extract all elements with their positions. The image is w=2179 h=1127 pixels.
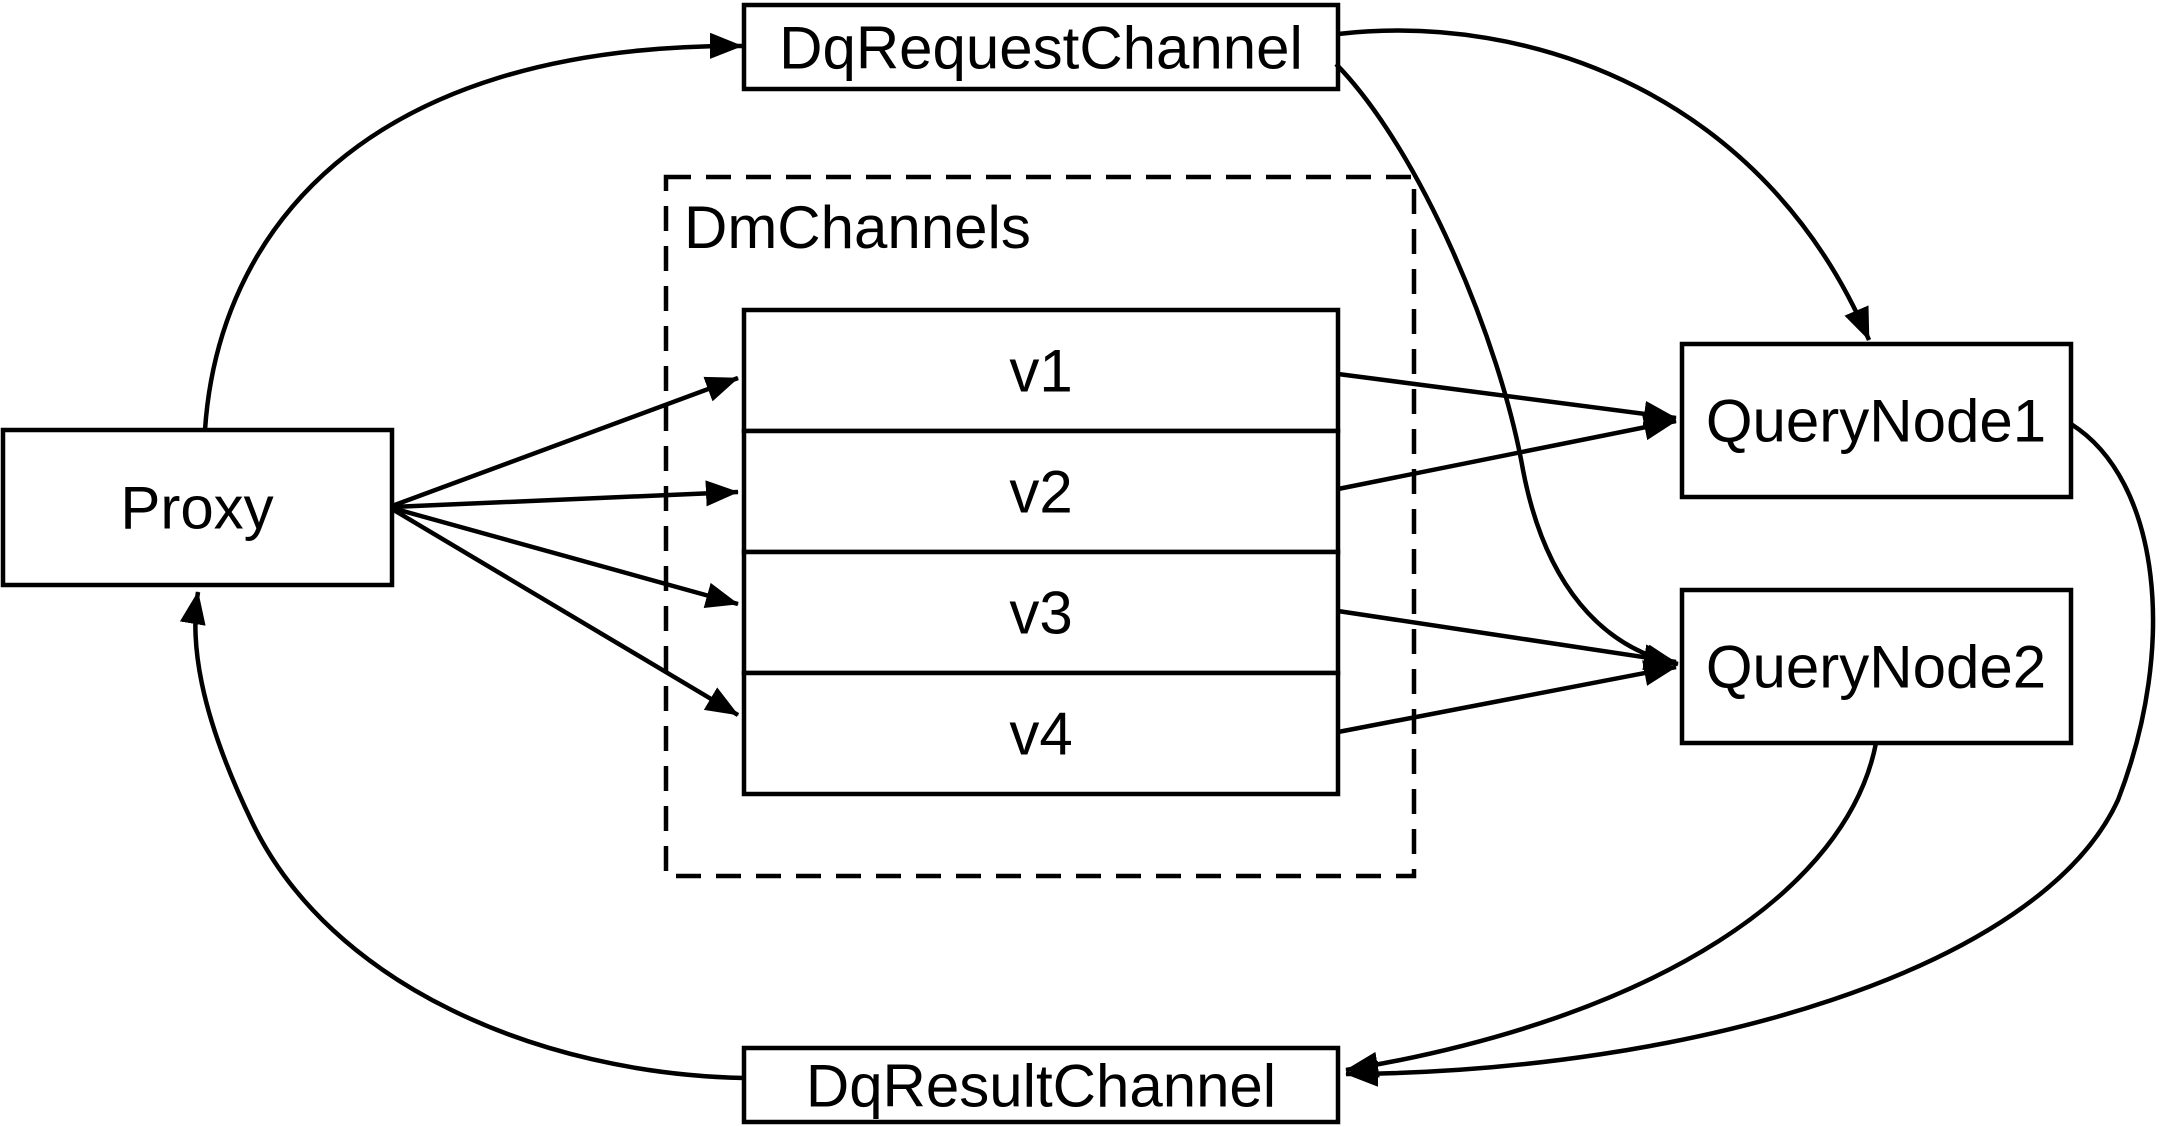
v2-channel-row (741, 428, 1341, 555)
dm-channels-group-label: DmChannels (684, 194, 1031, 261)
edge-proxy-to-v3 (391, 505, 739, 608)
edge-v1-to-query-node1 (1337, 371, 1677, 427)
v1-label: v1 (1009, 338, 1072, 405)
v3-label: v3 (1009, 580, 1072, 647)
v2-label: v2 (1009, 459, 1072, 526)
edge-proxy-to-v1 (391, 375, 739, 509)
edge-proxy-to-v4 (390, 507, 740, 717)
dq-result-channel-node (741, 1045, 1341, 1125)
edge-dq-request-channel-to-query-node1 (1337, 28, 1872, 341)
edge-dq-request-channel-to-query-node2 (1334, 62, 1679, 671)
edge-v4-to-query-node2 (1337, 660, 1677, 735)
query-node1-node (1679, 341, 2074, 500)
dm-channels-group-box (663, 174, 1417, 879)
query-node1-label: QueryNode1 (1706, 388, 2046, 455)
v4-channel-row (741, 670, 1341, 797)
v4-label: v4 (1009, 701, 1072, 768)
query-node2-node (1679, 587, 2074, 746)
edge-v3-to-query-node2 (1337, 608, 1677, 671)
dq-request-channel-node (741, 2, 1341, 92)
query-node2-label: QueryNode2 (1706, 634, 2046, 701)
edge-proxy-to-v2 (391, 480, 739, 510)
edge-v2-to-query-node1 (1337, 414, 1677, 492)
dq-result-channel-label: DqResultChannel (806, 1053, 1276, 1120)
proxy-label: Proxy (120, 475, 273, 542)
edge-query-node2-to-dq-result-channel (1345, 742, 1879, 1078)
edge-query-node1-to-dq-result-channel (1345, 422, 2156, 1087)
proxy-node (0, 427, 395, 588)
dq-request-channel-label: DqRequestChannel (779, 15, 1303, 82)
edge-proxy-to-dq-request-channel (202, 32, 743, 431)
v1-channel-row (741, 307, 1341, 434)
edge-dq-result-channel-to-proxy (179, 591, 745, 1081)
